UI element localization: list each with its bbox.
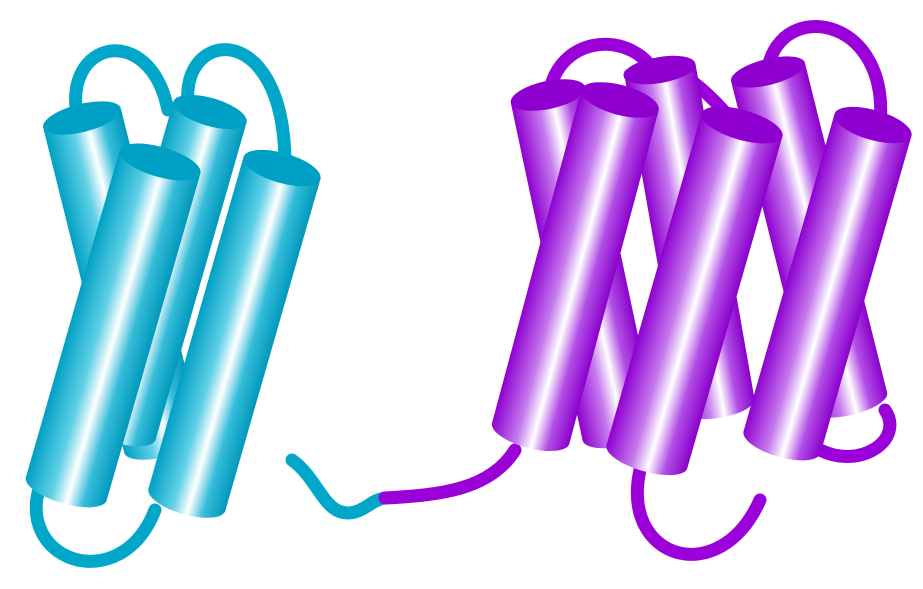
linker-purple [385,450,515,498]
loop-bottom-a [637,470,760,554]
linker-cyan [292,460,385,513]
right-domain-helices [488,50,915,482]
left-domain-helices [22,88,325,525]
